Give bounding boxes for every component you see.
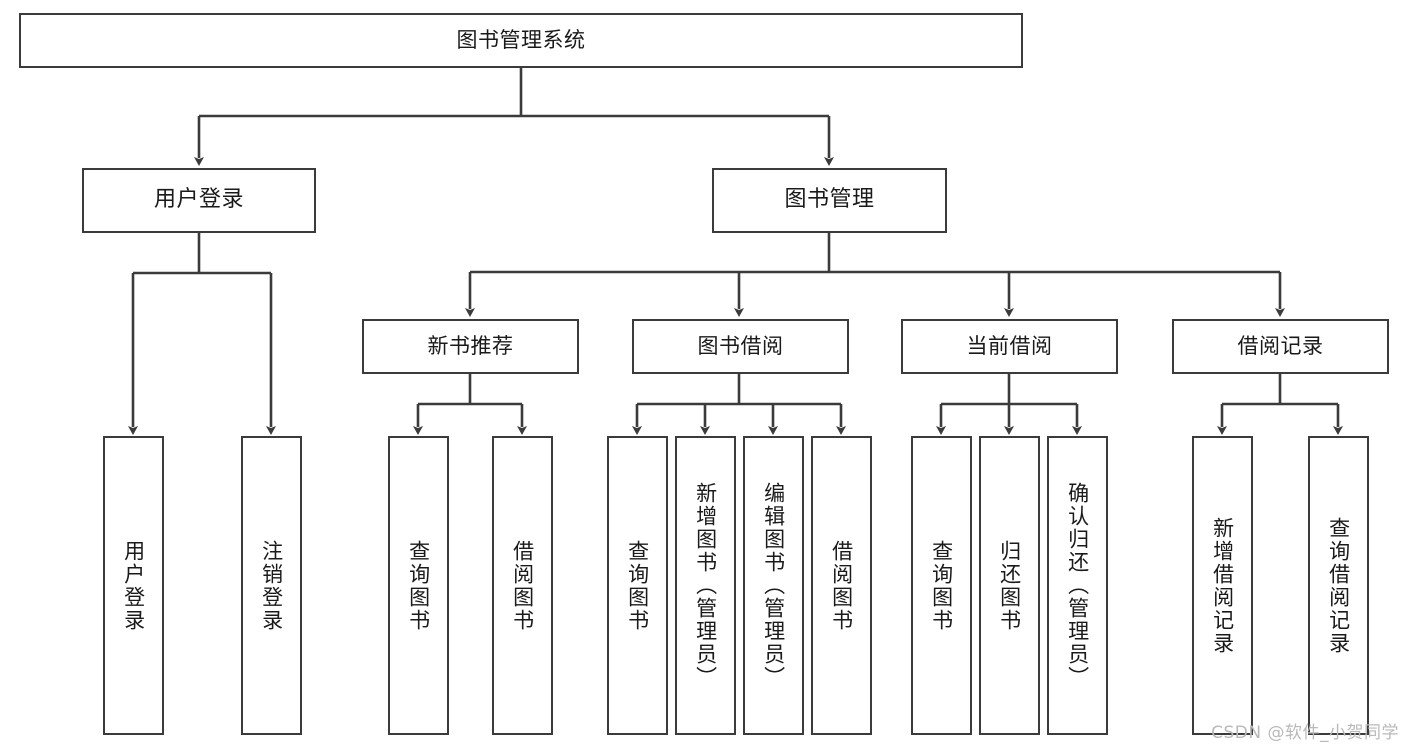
- node-current-borrow[interactable]: 当前借阅: [901, 319, 1118, 374]
- node-label: 查询图书: [406, 539, 431, 632]
- node-label: 查询图书: [929, 539, 954, 632]
- node-label: 查询图书: [625, 539, 650, 632]
- leaf-newbook-borrow-books[interactable]: 借阅图书: [492, 436, 553, 735]
- leaf-record-add-record[interactable]: 新增借阅记录: [1192, 436, 1253, 735]
- node-label: 图书借阅: [697, 333, 784, 358]
- node-label: 注销登录: [259, 539, 284, 632]
- node-root-system[interactable]: 图书管理系统: [19, 13, 1023, 68]
- node-borrow-record[interactable]: 借阅记录: [1172, 319, 1389, 374]
- leaf-current-query-books[interactable]: 查询图书: [911, 436, 972, 735]
- leaf-current-return-books[interactable]: 归还图书: [979, 436, 1040, 735]
- node-user-login[interactable]: 用户登录: [82, 168, 316, 233]
- leaf-borrow-edit-book-admin[interactable]: 编辑图书（管理员）: [743, 436, 804, 735]
- leaf-newbook-query-books[interactable]: 查询图书: [388, 436, 449, 735]
- node-label: 编辑图书（管理员）: [761, 482, 786, 689]
- node-label: 确认归还（管理员）: [1065, 482, 1090, 689]
- node-label: 查询借阅记录: [1326, 516, 1351, 655]
- leaf-user-login[interactable]: 用户登录: [103, 436, 164, 735]
- leaf-current-confirm-return-admin[interactable]: 确认归还（管理员）: [1047, 436, 1108, 735]
- node-label: 用户登录: [153, 187, 244, 213]
- node-label: 新增借阅记录: [1210, 516, 1235, 655]
- leaf-borrow-add-book-admin[interactable]: 新增图书（管理员）: [675, 436, 736, 735]
- node-label: 图书管理: [784, 187, 875, 213]
- node-label: 借阅图书: [829, 539, 854, 632]
- node-label: 归还图书: [997, 539, 1022, 632]
- leaf-borrow-borrow-books[interactable]: 借阅图书: [811, 436, 872, 735]
- node-new-book-recommend[interactable]: 新书推荐: [362, 319, 579, 374]
- node-label: 新增图书（管理员）: [693, 482, 718, 689]
- node-label: 当前借阅: [966, 333, 1053, 358]
- leaf-record-query-record[interactable]: 查询借阅记录: [1308, 436, 1369, 735]
- node-book-management[interactable]: 图书管理: [712, 168, 947, 233]
- node-label: 用户登录: [121, 539, 146, 632]
- leaf-borrow-query-books[interactable]: 查询图书: [607, 436, 668, 735]
- node-label: 借阅图书: [510, 539, 535, 632]
- node-label: 新书推荐: [427, 333, 514, 358]
- node-book-borrow[interactable]: 图书借阅: [632, 319, 849, 374]
- leaf-logout[interactable]: 注销登录: [241, 436, 302, 735]
- node-label: 图书管理系统: [456, 27, 586, 52]
- node-label: 借阅记录: [1237, 333, 1324, 358]
